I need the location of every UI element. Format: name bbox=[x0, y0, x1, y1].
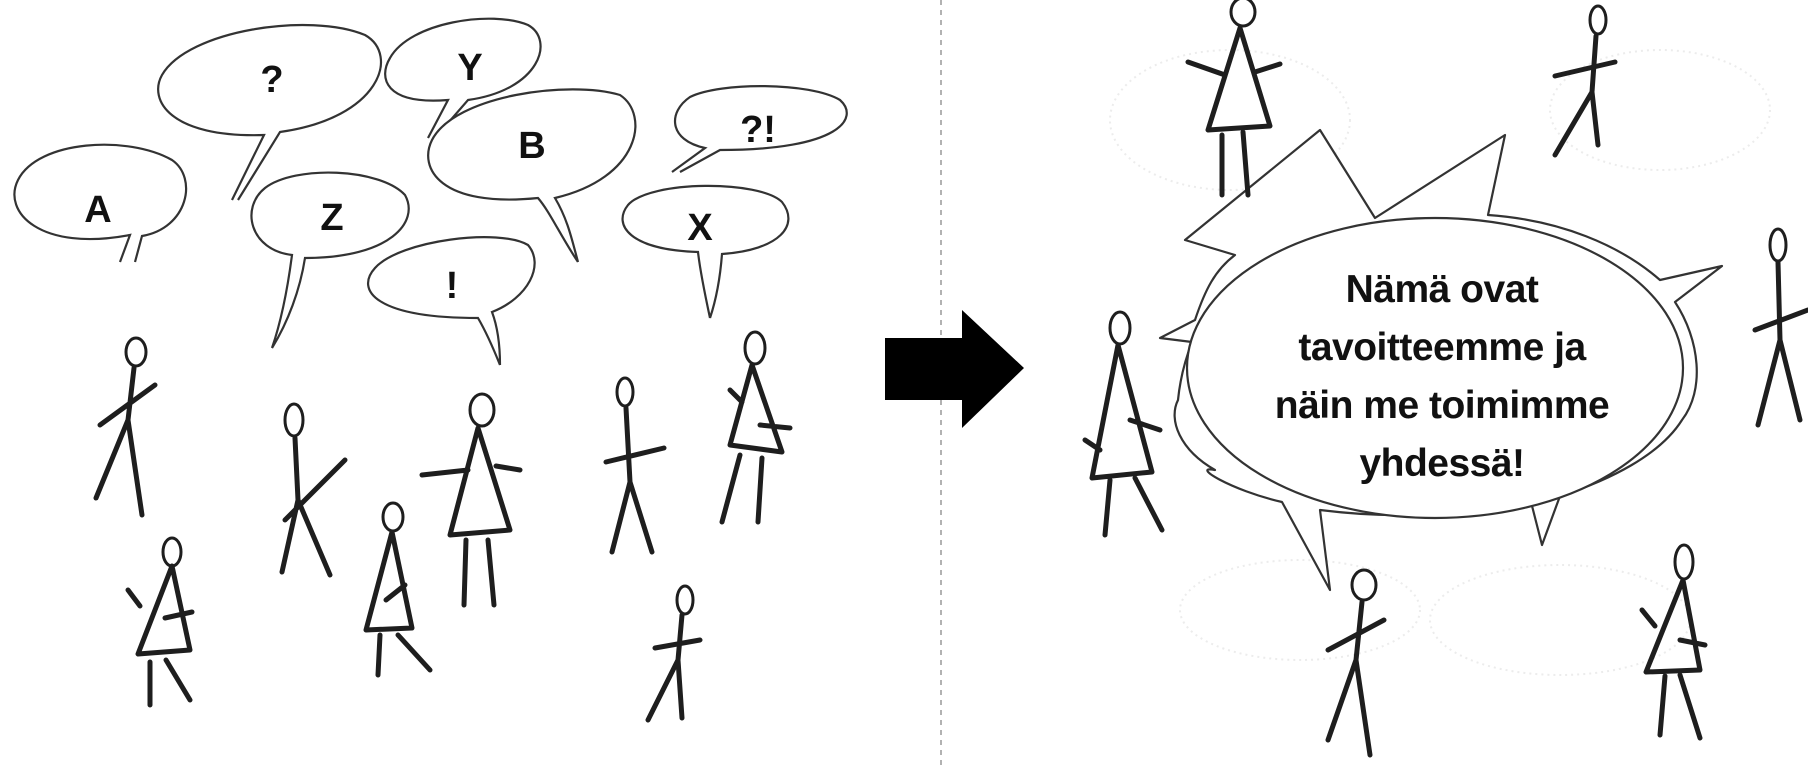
bubble-label-question: ? bbox=[260, 59, 283, 101]
bubble-label-y: Y bbox=[457, 47, 482, 89]
stick-figure-2 bbox=[279, 402, 348, 578]
stick-figure-13 bbox=[1325, 568, 1387, 758]
left-panel: A ? Y Z B ! ?! X bbox=[13, 17, 848, 723]
speech-line-4: yhdessä! bbox=[1359, 442, 1524, 485]
speech-bubble-a: A bbox=[13, 143, 188, 263]
stick-figure-9 bbox=[1185, 0, 1283, 198]
speech-line-2: tavoitteemme ja bbox=[1298, 326, 1586, 369]
shared-goal-speech-bubble: Nämä ovat tavoitteemme ja näin me toimim… bbox=[1158, 128, 1724, 592]
speech-bubble-exclaim: ! bbox=[366, 236, 536, 366]
stick-figure-7 bbox=[719, 330, 793, 525]
speech-bubble-b: B bbox=[427, 88, 637, 263]
stick-figure-6 bbox=[603, 376, 667, 555]
stick-figure-12 bbox=[1752, 227, 1808, 428]
speech-line-1: Nämä ovat bbox=[1346, 268, 1539, 311]
stick-figure-11 bbox=[1082, 310, 1165, 538]
bubble-label-interrobang: ?! bbox=[740, 109, 776, 151]
right-panel: Nämä ovat tavoitteemme ja näin me toimim… bbox=[1082, 0, 1808, 758]
speech-bubble-question: ? bbox=[157, 23, 382, 201]
speech-line-3: näin me toimimme bbox=[1275, 384, 1609, 427]
bubble-label-z: Z bbox=[320, 197, 343, 239]
stick-figure-14 bbox=[1639, 543, 1708, 741]
stick-figure-1 bbox=[93, 336, 158, 518]
stick-figure-10 bbox=[1552, 4, 1618, 158]
bubble-label-x: X bbox=[687, 207, 713, 249]
stick-figure-3 bbox=[419, 392, 523, 608]
bubble-label-exclaim: ! bbox=[446, 265, 459, 307]
speech-bubble-y: Y bbox=[384, 17, 542, 139]
speech-bubble-z: Z bbox=[250, 171, 410, 349]
bubble-label-a: A bbox=[84, 189, 111, 231]
stick-figure-5 bbox=[125, 536, 195, 708]
bubble-label-b: B bbox=[518, 125, 545, 167]
speech-bubble-interrobang: ?! bbox=[671, 85, 848, 173]
right-arrow-icon bbox=[885, 310, 1024, 428]
speech-bubble-x: X bbox=[621, 184, 790, 319]
stick-figure-8 bbox=[645, 584, 703, 723]
stick-figure-4 bbox=[363, 501, 433, 678]
